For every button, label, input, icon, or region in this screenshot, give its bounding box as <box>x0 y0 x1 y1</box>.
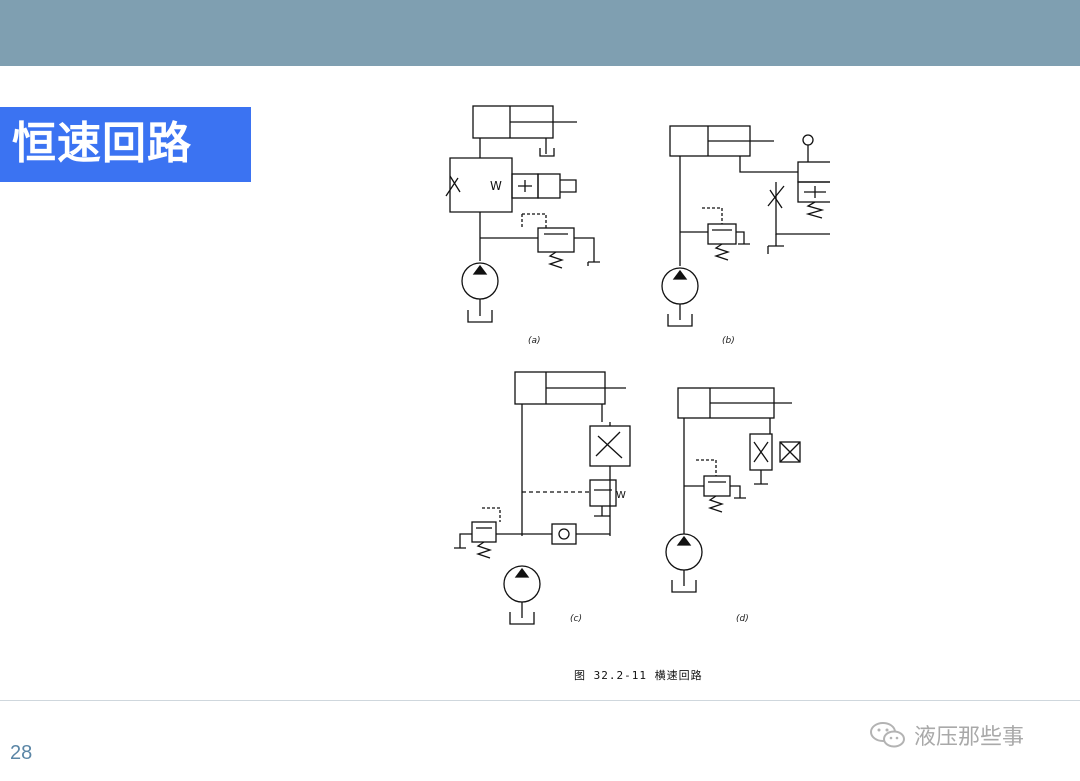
roller-b <box>802 134 814 146</box>
slide-title-box: 恒速回路 <box>0 107 251 182</box>
check-valve-c <box>551 523 577 545</box>
svg-text:W: W <box>616 490 626 501</box>
slide-title: 恒速回路 <box>12 118 192 169</box>
subfig-label-a: (a) <box>528 336 541 346</box>
figure-caption: 图 32.2-11 横速回路 <box>574 669 703 682</box>
circuit-diagrams: W <box>445 105 830 625</box>
relief-valve-a <box>537 227 575 253</box>
valve-c <box>589 479 617 507</box>
watermark: 液压那些事 <box>868 718 1024 752</box>
footer-divider <box>0 700 1080 701</box>
hydraulic-circuit-figure: W <box>440 96 830 696</box>
relief-valve-b <box>707 223 737 245</box>
circuit-d <box>665 387 801 593</box>
watermark-text: 液压那些事 <box>914 725 1025 750</box>
subfig-label-c: (c) <box>570 614 582 624</box>
circuit-c: W <box>454 371 631 625</box>
relief-valve-c <box>471 521 497 543</box>
page-number: 28 <box>10 742 33 764</box>
circuit-b <box>661 125 830 327</box>
roller-valve-b <box>797 161 830 183</box>
wechat-icon <box>870 722 905 748</box>
svg-text:W: W <box>490 179 502 193</box>
subfig-label-d: (d) <box>736 614 749 624</box>
subfig-label-b: (b) <box>722 336 735 346</box>
throttle-c <box>589 425 631 467</box>
header-bar <box>0 0 1080 66</box>
circuit-a: W <box>445 105 600 323</box>
relief-valve-d <box>703 475 731 497</box>
